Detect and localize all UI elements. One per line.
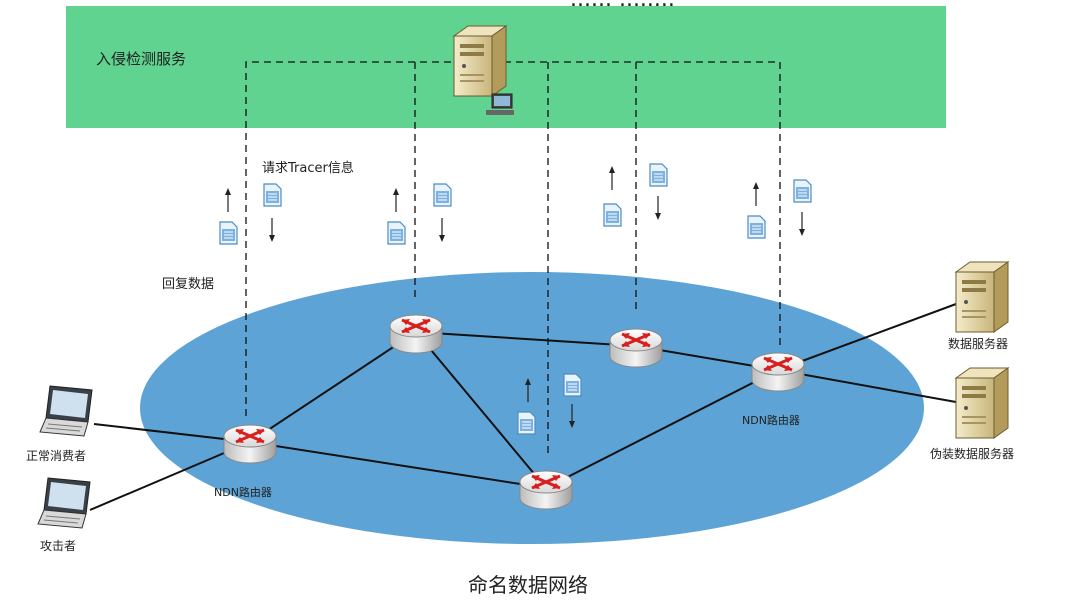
down-arrow-icon xyxy=(798,211,806,237)
data-server-icon xyxy=(955,261,1009,333)
up-arrow-icon xyxy=(392,187,400,213)
up-arrow-icon xyxy=(608,165,616,191)
document-icon xyxy=(433,183,452,207)
ndn-router-right xyxy=(750,351,806,393)
document-icon xyxy=(263,183,282,207)
attacker-laptop-icon xyxy=(37,477,91,529)
up-arrow-icon xyxy=(752,181,760,207)
document-icon xyxy=(563,373,582,397)
network-ellipse xyxy=(140,272,924,544)
data-server-label: 数据服务器 xyxy=(948,336,1008,351)
fake-server-icon xyxy=(955,367,1009,439)
down-arrow-icon xyxy=(438,217,446,243)
ids-service-label: 入侵检测服务 xyxy=(96,50,186,68)
document-icon xyxy=(517,411,536,435)
document-icon xyxy=(793,179,812,203)
normal-consumer-laptop-icon xyxy=(39,385,93,437)
ndn-router-bottom xyxy=(518,469,574,511)
document-icon xyxy=(219,221,238,245)
ndn-router-left xyxy=(222,423,278,465)
down-arrow-icon xyxy=(654,195,662,221)
document-icon xyxy=(603,203,622,227)
up-arrow-icon xyxy=(224,187,232,213)
ndn-router-middle xyxy=(608,327,664,369)
reply-label: 回复数据 xyxy=(162,277,214,292)
document-icon xyxy=(387,221,406,245)
document-icon xyxy=(747,215,766,239)
router-label-right: NDN路由器 xyxy=(742,413,800,427)
network-label: 命名数据网络 xyxy=(468,573,588,597)
router-label-left: NDN路由器 xyxy=(214,485,272,499)
fake-server-label: 伪装数据服务器 xyxy=(930,446,1014,461)
document-icon xyxy=(649,163,668,187)
request-label: 请求Tracer信息 xyxy=(262,160,354,176)
ids-server-screen-icon xyxy=(486,93,514,115)
ids-server-icon xyxy=(453,25,507,97)
dashed-links xyxy=(245,61,781,456)
normal-consumer-label: 正常消费者 xyxy=(26,449,86,463)
ndn-router-top xyxy=(388,313,444,355)
down-arrow-icon xyxy=(268,217,276,243)
attacker-label: 攻击者 xyxy=(40,539,76,553)
